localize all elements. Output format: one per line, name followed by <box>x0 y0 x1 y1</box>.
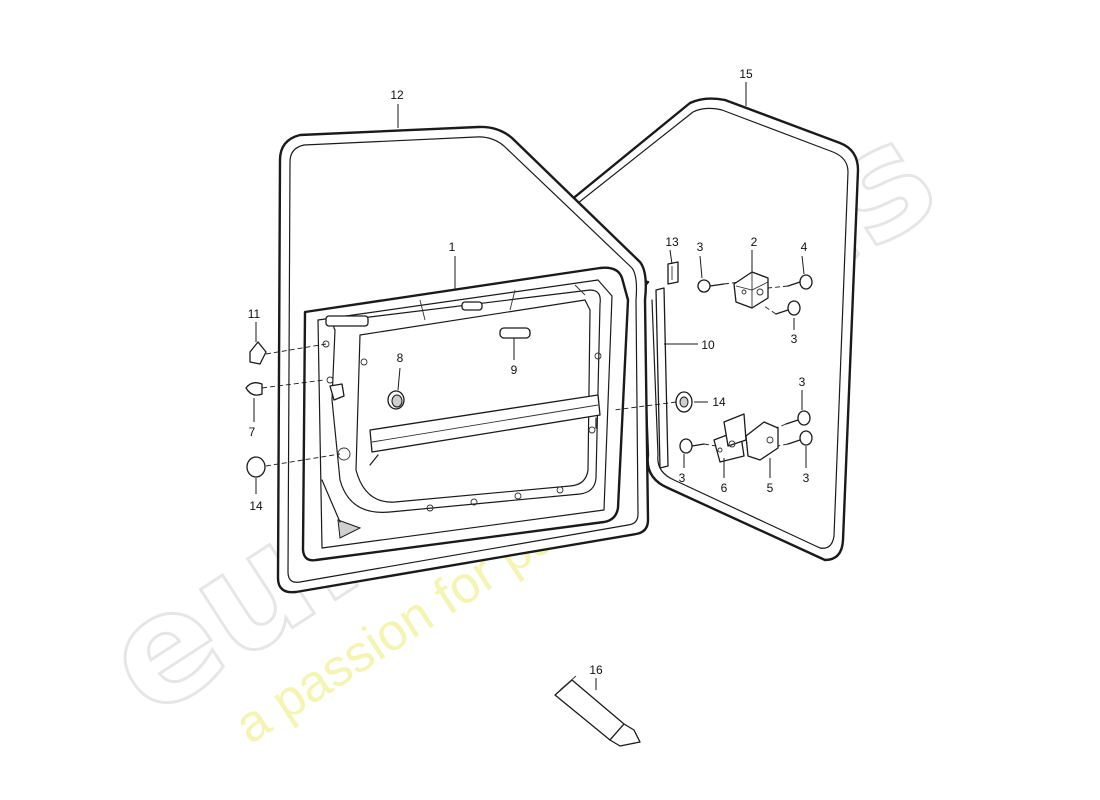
callout-12: 12 <box>390 88 404 102</box>
callout-3a: 3 <box>697 240 704 254</box>
callout-6: 6 <box>721 481 728 495</box>
callout-14a: 14 <box>249 499 263 513</box>
callout-3c: 3 <box>799 375 806 389</box>
clip-13 <box>667 261 679 285</box>
callout-3d: 3 <box>679 471 686 485</box>
hinge-screw-3e <box>777 430 813 447</box>
callout-11: 11 <box>248 307 261 321</box>
callout-2: 2 <box>751 235 758 249</box>
plug-14-right <box>675 391 693 413</box>
hinge-screw-3c <box>679 438 717 454</box>
lower-hinge-6 <box>713 413 747 463</box>
callout-4: 4 <box>801 240 808 254</box>
hinge-screw-3a <box>697 279 741 293</box>
clip-7 <box>245 382 263 396</box>
hinge-screw-3b <box>763 300 801 316</box>
callout-10: 10 <box>701 338 715 352</box>
seal-strip-10 <box>655 287 669 469</box>
cap-11 <box>249 341 267 365</box>
callout-7: 7 <box>249 425 256 439</box>
callout-13: 13 <box>665 235 679 249</box>
callout-16: 16 <box>589 663 603 677</box>
callout-5: 5 <box>767 481 774 495</box>
callout-14b: 14 <box>712 395 726 409</box>
hinge-screw-4 <box>767 274 813 290</box>
grommet-8 <box>387 390 405 410</box>
callouts: 1 12 15 13 3 2 4 3 10 8 9 11 7 14 14 3 3… <box>248 67 810 677</box>
leader-lines <box>253 82 807 690</box>
plug-9 <box>499 327 531 339</box>
plug-14-left <box>246 456 266 478</box>
callout-3e: 3 <box>803 471 810 485</box>
lower-hinge-5 <box>745 421 779 461</box>
callout-9: 9 <box>511 363 518 377</box>
callout-1: 1 <box>449 240 456 254</box>
sealant-tube-16 <box>554 675 641 747</box>
upper-hinge-2 <box>733 271 769 309</box>
callout-3b: 3 <box>791 332 798 346</box>
hinge-screw-3d <box>775 410 811 429</box>
door-inner-panel-1 <box>301 266 630 562</box>
callout-8: 8 <box>397 351 404 365</box>
callout-15: 15 <box>739 67 753 81</box>
